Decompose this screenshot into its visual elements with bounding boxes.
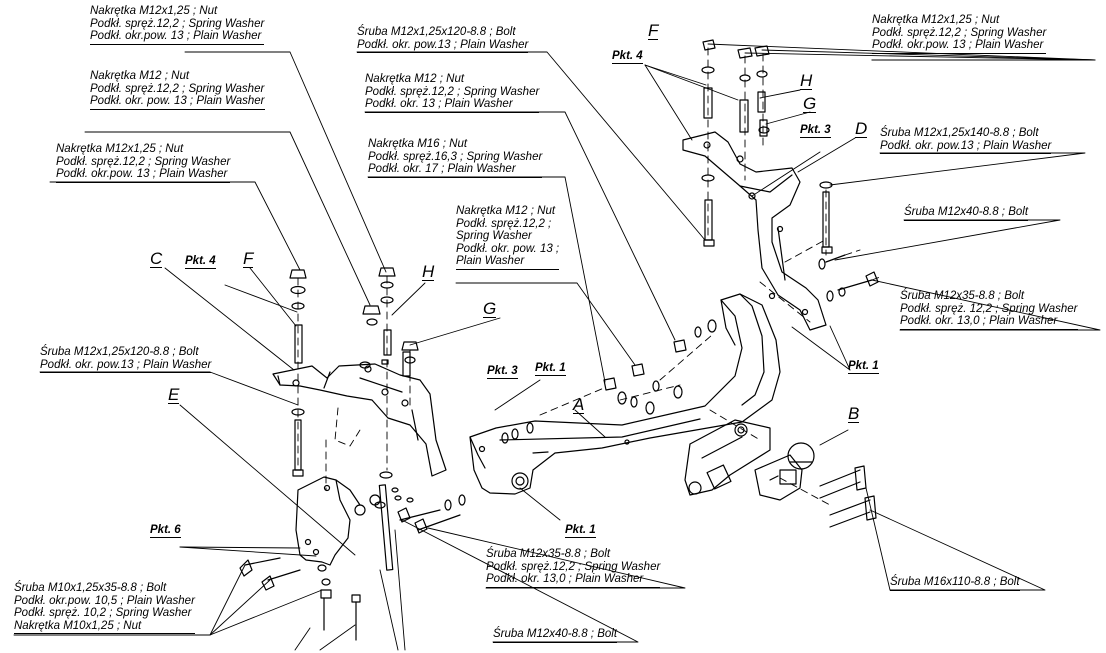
assembly-centerlines [297,47,881,506]
note-bolt-m12x40-bottom: Śruba M12x40-8.8 ; Bolt [493,628,618,643]
pkt-4-left: Pkt. 4 [185,255,216,269]
letter-b: B [848,404,860,423]
right-bracket-part-d [682,131,827,331]
note-bolt-m16x110: Śruba M16x110-8.8 ; Bolt [890,576,1020,591]
letter-f-left: F [243,249,254,268]
letter-e: E [168,385,180,404]
letter-g-right: G [803,94,817,113]
lower-left-fasteners [239,557,361,641]
letter-g-left: G [483,299,497,318]
left-bracket-part-c [272,363,447,477]
left-fasteners [289,267,419,477]
center-fasteners [354,319,717,571]
note-bolt-m12x40-right: Śruba M12x40-8.8 ; Bolt [904,206,1029,221]
letter-h-left: H [422,262,435,281]
pkt-1-left-top: Pkt. 1 [535,362,566,376]
pkt-4-right: Pkt. 4 [612,50,643,64]
right-fasteners [701,39,879,528]
pkt-3-right: Pkt. 3 [800,124,831,138]
leader-lines [13,43,1101,651]
letter-a: A [573,395,585,414]
lower-plate-part-e [295,476,361,566]
towball-part-b [684,419,815,501]
pkt-3-left: Pkt. 3 [487,365,518,379]
letter-f-right: F [648,21,659,40]
pkt-1-bottom: Pkt. 1 [565,524,596,538]
letter-d: D [855,119,868,138]
letter-h-right: H [800,71,813,90]
letter-c: C [150,249,163,268]
pkt-6: Pkt. 6 [150,524,181,538]
pkt-1-right: Pkt. 1 [848,360,879,374]
crossbar-part-a [469,293,781,495]
